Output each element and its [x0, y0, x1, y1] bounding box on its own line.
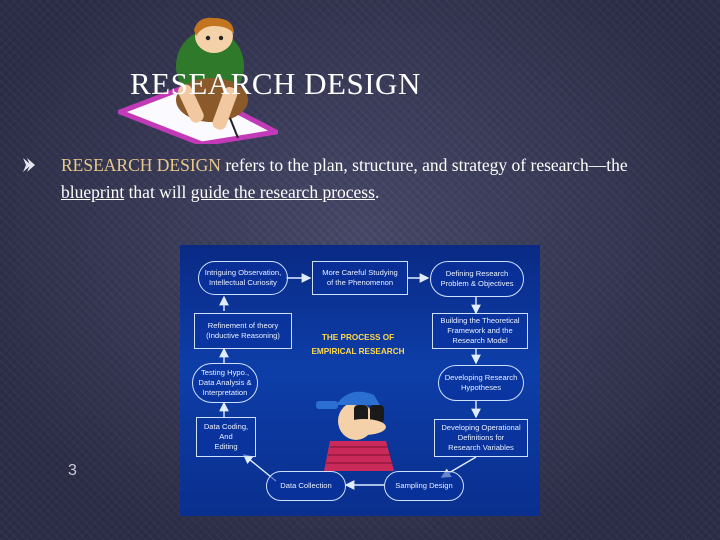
- diagram-node-9-box: [196, 417, 256, 457]
- diagram-node-7-box: [384, 471, 464, 501]
- diagram-node-6: Developing Operational Definitions for R…: [441, 423, 521, 452]
- bullet-text-part-3: .: [374, 182, 380, 202]
- bullet-text-part-1: refers to the plan, structure, and strat…: [220, 155, 628, 175]
- diagram-node-4: Building the Theoretical Framework and t…: [440, 316, 520, 345]
- diagram-node-10-box: [192, 363, 258, 403]
- diagram-node-5: Developing Research Hypotheses: [444, 373, 518, 392]
- bullet-text-part-2: that will: [124, 182, 191, 202]
- diagram-node-3-box: [430, 261, 524, 297]
- diagram-node-1: Intriguing Observation, Intellectual Cur…: [204, 268, 282, 287]
- research-process-diagram: Intriguing Observation, Intellectual Cur…: [180, 245, 540, 516]
- diagram-node-7: Sampling Design: [395, 481, 453, 490]
- page-number: 3: [68, 462, 77, 479]
- diagram-node-8-box: [266, 471, 346, 501]
- person-with-binoculars-clipart: [316, 391, 394, 471]
- bullet-keyword: RESEARCH DESIGN: [61, 155, 221, 175]
- diagram-node-5-box: [438, 365, 524, 401]
- diagram-node-4-box: [432, 313, 528, 349]
- bullet-underlined-blueprint: blueprint: [61, 182, 125, 202]
- diagram-node-8: Data Collection: [280, 481, 332, 490]
- diagram-node-10: Testing Hypo., Data Analysis & Interpret…: [198, 368, 252, 397]
- diagram-node-9: Data Coding, And Editing: [203, 422, 249, 451]
- diagram-center-title: THE PROCESS OF EMPIRICAL RESEARCH: [311, 333, 405, 356]
- arrow-bullet-icon: [23, 158, 35, 172]
- person-writing-clipart: [118, 17, 278, 144]
- slide-title: RESEARCH DESIGN: [130, 66, 421, 101]
- diagram-node-2: More Careful Studying of the Phenomenon: [322, 268, 398, 287]
- diagram-arrows: [219, 273, 481, 490]
- diagram-node-11-box: [194, 313, 292, 349]
- diagram-node-2-box: [312, 261, 408, 295]
- diagram-node-11: Refinement of theory (Inductive Reasonin…: [206, 321, 280, 340]
- bullet-underlined-guide: guide the research process: [190, 182, 375, 202]
- diagram-node-3: Defining Research Problem & Objectives: [440, 269, 514, 288]
- diagram-node-6-box: [434, 419, 528, 457]
- bullet-text: RESEARCH DESIGN refers to the plan, stru…: [61, 152, 681, 206]
- diagram-node-1-box: [198, 261, 288, 295]
